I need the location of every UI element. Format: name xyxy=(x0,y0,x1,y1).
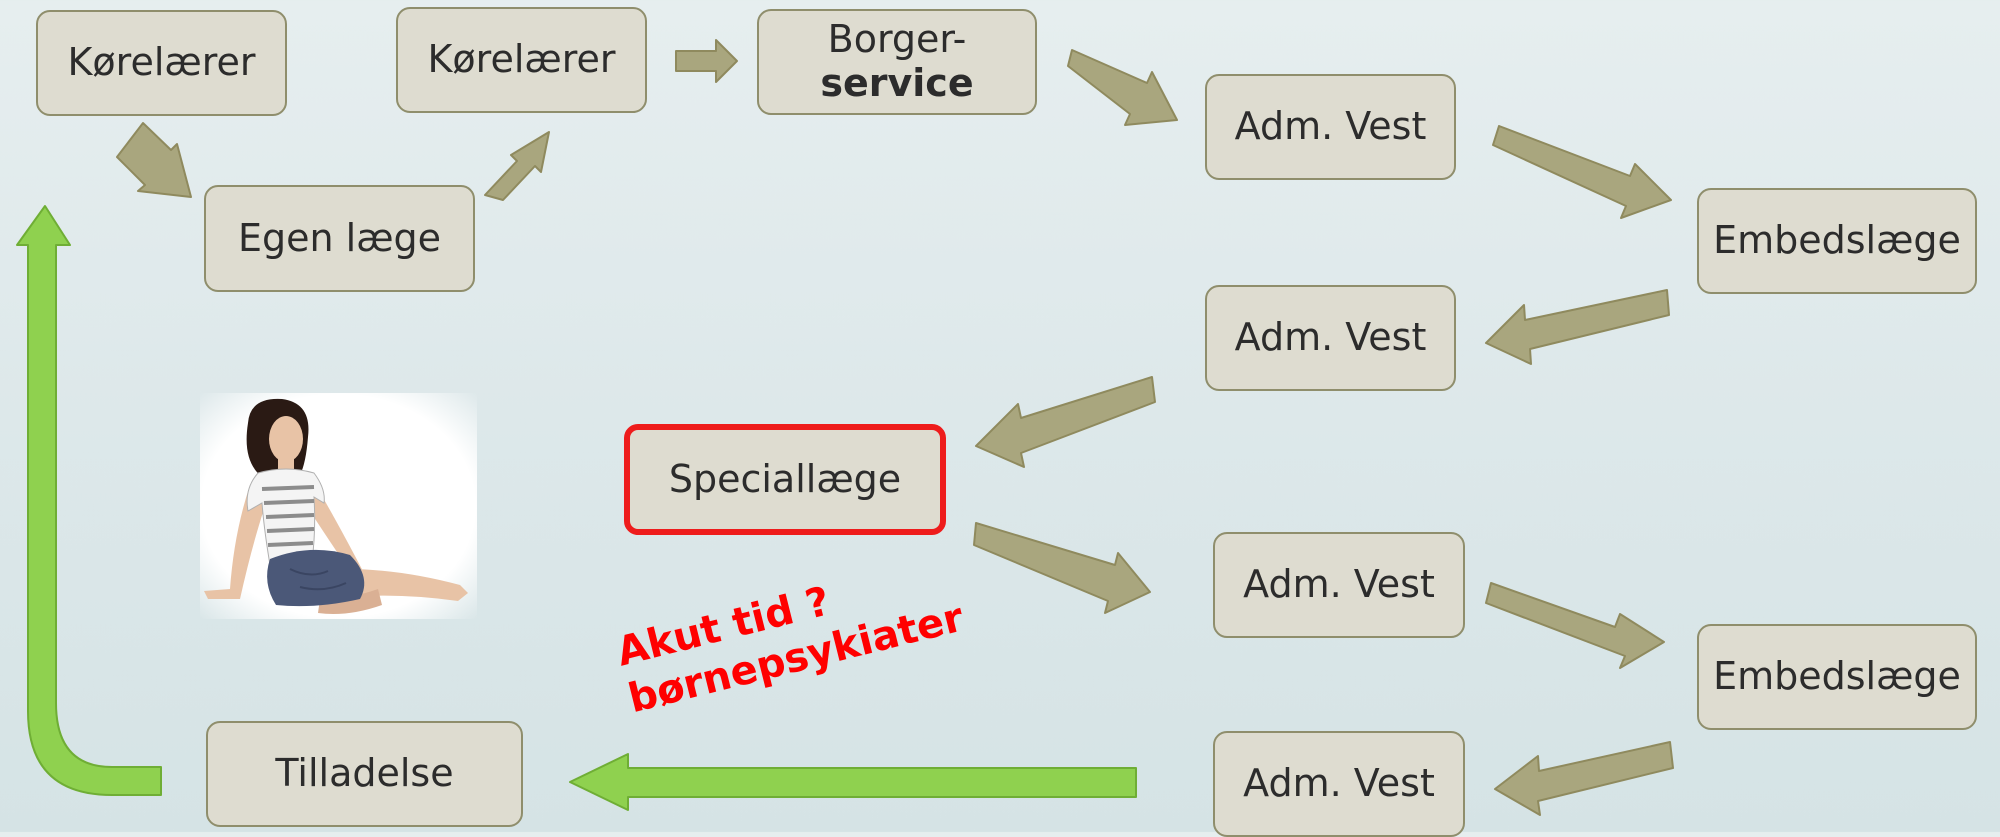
node-korelaerer-2[interactable]: Kørelærer xyxy=(396,7,647,113)
arrow-korelaerer-to-borgerservice xyxy=(675,39,738,83)
arrow-adm-vest-to-embedslaege-2 xyxy=(1485,582,1665,669)
node-label: Adm. Vest xyxy=(1243,562,1435,607)
node-tilladelse[interactable]: Tilladelse xyxy=(206,721,523,827)
node-label: Kørelærer xyxy=(427,37,616,82)
node-label-line2: service xyxy=(820,61,974,105)
node-label: Adm. Vest xyxy=(1234,315,1427,360)
arrow-embedslaege-to-adm-vest-2 xyxy=(1494,741,1674,816)
node-adm-vest-1[interactable]: Adm. Vest xyxy=(1205,74,1456,180)
arrow-adm-vest-to-embedslaege xyxy=(1492,125,1672,219)
node-label: Speciallæge xyxy=(668,456,902,501)
node-label: Adm. Vest xyxy=(1243,761,1435,806)
arrow-speciallaege-to-adm-vest xyxy=(973,522,1151,614)
arrow-egen-laege-to-korelaerer xyxy=(484,131,550,201)
node-label: Adm. Vest xyxy=(1234,104,1427,149)
node-label: Embedslæge xyxy=(1713,654,1961,699)
node-adm-vest-3[interactable]: Adm. Vest xyxy=(1213,532,1465,638)
arrow-adm-vest-to-speciallaege xyxy=(975,376,1156,468)
node-label: Egen læge xyxy=(237,215,442,260)
arrow-return-to-start xyxy=(16,205,162,796)
node-label: Kørelærer xyxy=(67,40,256,85)
node-label: Tilladelse xyxy=(275,751,454,796)
arrow-borgerservice-to-adm-vest xyxy=(1067,49,1178,126)
node-borgerservice[interactable]: Borger- service xyxy=(757,9,1037,115)
node-label: Embedslæge xyxy=(1713,218,1961,263)
sitting-girl-illustration xyxy=(200,393,477,619)
node-label-line1: Borger- xyxy=(827,17,967,62)
node-adm-vest-4[interactable]: Adm. Vest xyxy=(1213,731,1465,837)
node-korelaerer[interactable]: Kørelærer xyxy=(36,10,287,116)
node-adm-vest-2[interactable]: Adm. Vest xyxy=(1205,285,1456,391)
arrow-korelaerer-to-egen-laege xyxy=(116,122,192,198)
node-speciallaege[interactable]: Speciallæge xyxy=(624,424,946,535)
arrow-to-tilladelse xyxy=(569,753,1137,811)
arrow-embedslaege-to-adm-vest xyxy=(1485,289,1670,365)
node-egen-laege[interactable]: Egen læge xyxy=(204,185,475,292)
node-embedslaege-2[interactable]: Embedslæge xyxy=(1697,624,1977,730)
node-embedslaege-1[interactable]: Embedslæge xyxy=(1697,188,1977,294)
